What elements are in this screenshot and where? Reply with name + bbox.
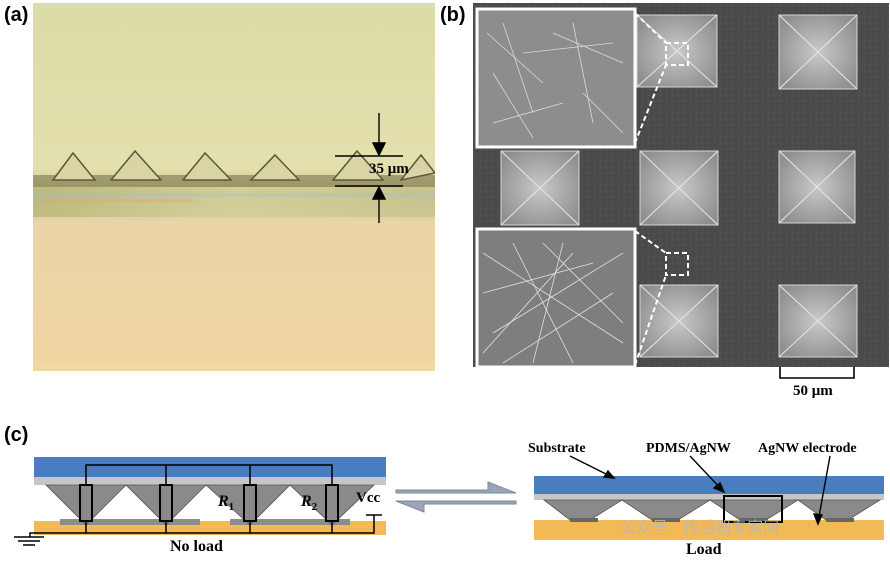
no-load-diagram [14,457,386,546]
scale-label-b: 50 μm [793,383,833,399]
electrode-label: AgNW electrode [758,441,857,456]
r1-symbol: R [218,493,229,510]
sem-pyramids [500,14,858,358]
reversible-arrows [395,481,517,513]
optical-micrograph [33,3,435,371]
r1-subscript: 1 [228,501,235,514]
r2-subscript: 2 [311,501,318,514]
r1-label: R1 [218,493,234,513]
scale-marker-a [335,113,403,223]
annotation-arrows [569,455,831,526]
zoom-indicators [634,12,689,366]
r2-label: R2 [301,493,317,513]
sem-inset-bottom [475,227,637,367]
sem-micrograph [473,3,889,367]
watermark: 公众号 · 传感器专家网 [620,518,780,537]
pdms-label: PDMS/AgNW [646,441,731,456]
panel-c-label: (c) [4,424,29,446]
panel-a-label: (a) [4,4,29,26]
pyramid-profiles [51,149,435,182]
load-diagram [534,476,884,540]
load-caption: Load [686,541,722,558]
vcc-label: Vcc [356,490,381,506]
r2-symbol: R [301,493,312,510]
no-load-caption: No load [170,538,223,555]
scale-label-a: 35 μm [369,161,409,177]
scale-bar-b [779,367,855,379]
substrate-label: Substrate [528,441,586,456]
sem-inset-top [475,7,637,149]
panel-b-label: (b) [440,4,466,26]
